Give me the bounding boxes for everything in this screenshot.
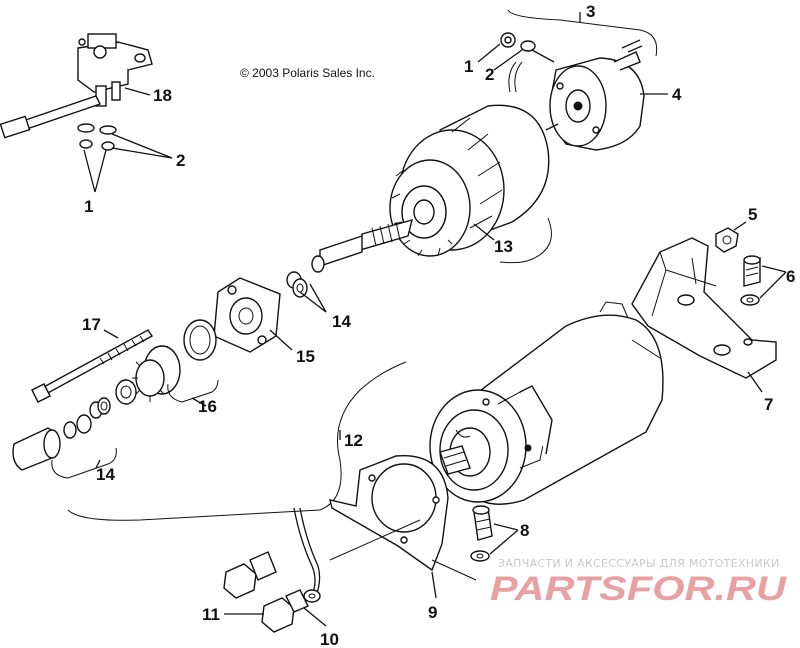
solenoid-relay-18 xyxy=(0,33,153,139)
callout-7: 7 xyxy=(764,395,773,414)
callout-8: 8 xyxy=(520,521,529,540)
leader-line-2 xyxy=(431,559,477,581)
watermark-brand: PARTSFOR.RU xyxy=(490,570,788,608)
callout-5: 5 xyxy=(748,205,757,224)
callout-18: 18 xyxy=(153,86,172,105)
callout-17: 17 xyxy=(82,315,101,334)
washers-nuts-left-1-2 xyxy=(77,123,173,193)
armature-13 xyxy=(311,104,550,273)
callout-14-upper: 14 xyxy=(332,312,351,331)
callout-2-left: 2 xyxy=(176,151,185,170)
drive-plate-15 xyxy=(183,277,293,361)
copyright-text: © 2003 Polaris Sales Inc. xyxy=(240,66,375,80)
end-cap-4 xyxy=(545,39,668,151)
starter-motor-body xyxy=(429,301,664,505)
spring-collar-14-lower xyxy=(12,397,117,479)
callout-1-left: 1 xyxy=(84,197,93,216)
callout-4: 4 xyxy=(672,85,682,104)
mount-bracket-7 xyxy=(631,237,777,393)
flange-bracket-9 xyxy=(329,455,449,599)
callout-6: 6 xyxy=(786,267,795,286)
callout-11: 11 xyxy=(202,605,220,624)
callout-2-top: 2 xyxy=(485,65,494,84)
bolts-11 xyxy=(223,551,309,633)
callout-15: 15 xyxy=(296,347,315,366)
callout-1-top: 1 xyxy=(464,57,473,76)
nut-bolt-washer-5-6 xyxy=(715,221,787,306)
watermark-tagline: ЗАПЧАСТИ И АКСЕССУАРЫ ДЛЯ МОТОТЕХНИКИ xyxy=(498,557,780,570)
bracket-12-top xyxy=(499,217,552,264)
washers-14-upper xyxy=(286,271,327,313)
callout-13: 13 xyxy=(494,237,513,256)
callout-3: 3 xyxy=(586,2,595,21)
leader-line-1 xyxy=(329,519,421,561)
partsfor-watermark: ЗАПЧАСТИ И АКСЕССУАРЫ ДЛЯ МОТОТЕХНИКИ PA… xyxy=(490,557,788,608)
callout-10: 10 xyxy=(320,630,339,648)
callout-9: 9 xyxy=(428,603,437,622)
callout-14-lower: 14 xyxy=(96,465,115,484)
callout-12: 12 xyxy=(344,431,363,450)
bracket-3 xyxy=(507,9,658,57)
callout-16: 16 xyxy=(198,397,217,416)
bracket-12-bottom xyxy=(67,361,407,521)
cable-terminal-10 xyxy=(293,507,327,627)
through-bolt-17 xyxy=(31,329,154,403)
nut-washer-top-1-2 xyxy=(477,32,555,93)
pinion-gear-16 xyxy=(115,345,219,407)
bolt-washer-8 xyxy=(470,505,519,562)
